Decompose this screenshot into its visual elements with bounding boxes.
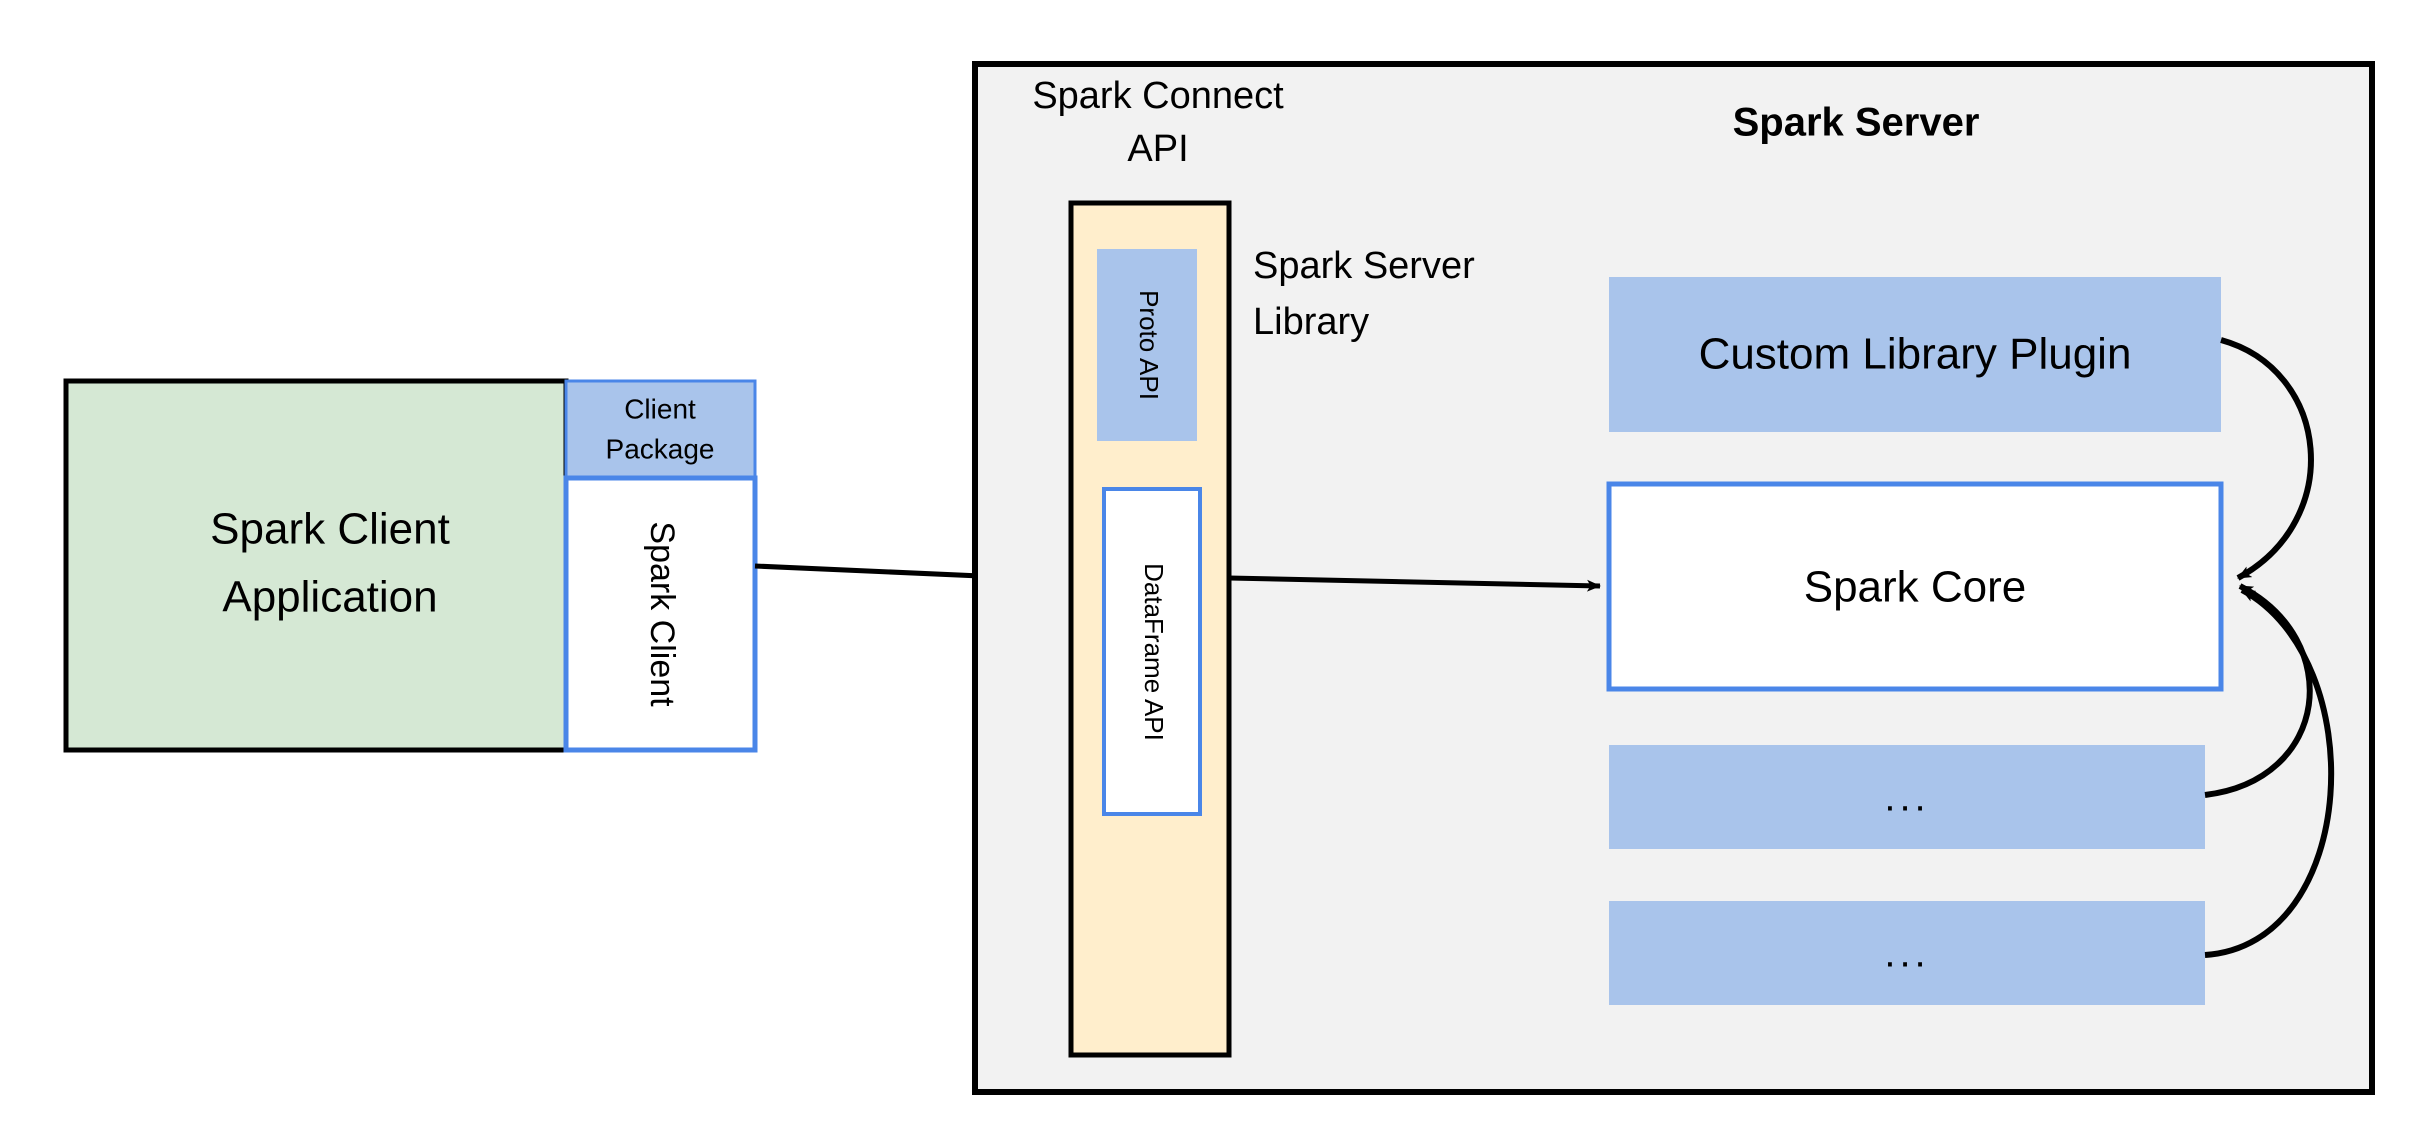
client-package-box: [564, 379, 757, 480]
client-package-label-line2: Package: [606, 433, 715, 464]
dataframe-api-label: DataFrame API: [1139, 563, 1169, 741]
connector-ellipsis-2-to-spark-core: [2204, 587, 2335, 958]
spark-connect-api-label-line1: Spark Connect: [1032, 75, 1284, 117]
spark-client-application-label-line1: Spark Client: [210, 505, 450, 554]
dataframe-api-box: [1102, 487, 1202, 816]
custom-library-plugin-box: [1609, 277, 2221, 432]
ellipsis-box-2-label: ...: [1884, 932, 1929, 976]
connector-connect-api-to-spark-core: [1228, 575, 1601, 592]
ellipsis-box-1: [1609, 745, 2205, 849]
spark-client-label: Spark Client: [643, 521, 681, 707]
spark-connect-api-label-line2: API: [1127, 128, 1188, 170]
custom-library-plugin-label: Custom Library Plugin: [1699, 330, 2132, 379]
spark-server-library-label-line2: Library: [1253, 301, 1369, 343]
connector-custom-library-plugin-to-spark-core: [2220, 337, 2314, 581]
client-package-label-line1: Client: [624, 393, 696, 424]
ellipsis-box-1-label: ...: [1884, 776, 1929, 820]
spark-server-library-label-line1: Spark Server: [1253, 245, 1475, 287]
proto-api-box: [1097, 249, 1197, 441]
ellipsis-box-2: [1609, 901, 2205, 1005]
spark-core-label: Spark Core: [1804, 563, 2027, 612]
spark-client-application-box: [63, 378, 569, 753]
spark-client-box: [563, 475, 758, 753]
spark-server-panel-title: Spark Server: [1733, 101, 1980, 145]
spark-client-application-label-line2: Application: [222, 573, 437, 622]
proto-api-label: Proto API: [1134, 290, 1164, 400]
spark-core-box: [1606, 481, 2224, 692]
